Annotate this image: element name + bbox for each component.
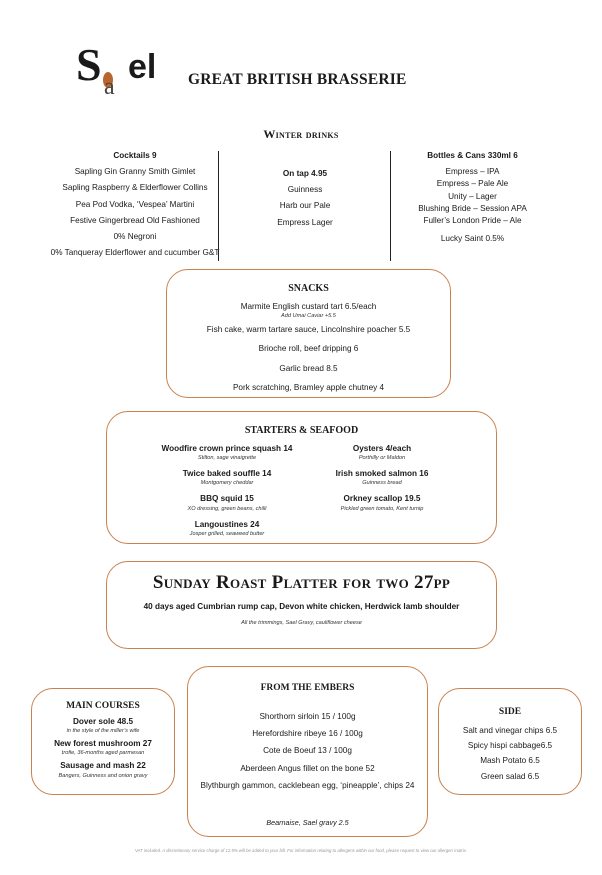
tap-heading: On tap 4.95: [282, 169, 328, 178]
side-item: Green salad 6.5: [480, 771, 540, 781]
embers-note: Bearnaise, Sael gravy 2.5: [266, 818, 349, 828]
bottle-extra: Lucky Saint 0.5%: [440, 234, 505, 244]
brand-logo: S a el: [76, 36, 172, 100]
side-item: Mash Potato 6.5: [480, 756, 540, 766]
cocktail-item: Sapling Raspberry & Elderflower Collins: [62, 183, 208, 193]
tap-item: Guinness: [287, 185, 323, 195]
starter-desc: XO dressing, green beans, chilli: [187, 505, 267, 512]
roast-line: 40 days aged Cumbrian rump cap, Devon wh…: [143, 602, 460, 611]
cocktail-item: 0% Tanqueray Elderflower and cucumber G&…: [50, 248, 220, 258]
cocktail-item: Pea Pod Vodka, ‘Vespea’ Martini: [75, 199, 195, 209]
mains-box: MAIN COURSES Dover sole 48.5 in the styl…: [31, 688, 175, 795]
bottle-item: Unity – Lager: [448, 191, 497, 201]
starters-right-column: Oysters 4/each Porthilly or Maldon Irish…: [317, 444, 447, 512]
starter-desc: Montgomery cheddar: [200, 480, 254, 487]
starter-name: Woodfire crown prince squash 14: [161, 444, 293, 453]
starter-desc: Stilton, sage vinaigrette: [197, 455, 257, 462]
cocktail-item: Sapling Gin Granny Smith Gimlet: [74, 167, 196, 177]
snacks-box: SNACKS Marmite English custard tart 6.5/…: [166, 269, 451, 398]
main-name: Dover sole 48.5: [72, 717, 134, 726]
bottle-item: Empress – Pale Ale: [436, 179, 509, 189]
tap-column: On tap 4.95 Guinness Harb our Pale Empre…: [225, 169, 385, 227]
main-desc: in the style of the miller’s wife: [66, 728, 140, 735]
side-title: SIDE: [498, 707, 522, 717]
svg-text:el: el: [128, 48, 156, 86]
brand-subtitle: GREAT BRITISH BRASSERIE: [188, 71, 407, 88]
main-desc: Bangers, Guinness and onion gravy: [58, 772, 148, 779]
starter-name: Oysters 4/each: [352, 444, 412, 453]
bottle-item: Fuller’s London Pride – Ale: [423, 216, 522, 226]
bottle-item: Blushing Bride – Session APA: [418, 203, 527, 213]
divider-right: [390, 151, 391, 261]
starter-name: Irish smoked salmon 16: [335, 469, 429, 479]
winter-title: Winter drinks: [263, 127, 339, 141]
bottles-heading: Bottles & Cans 330ml 6: [427, 151, 518, 160]
mains-title: MAIN COURSES: [66, 701, 140, 711]
roast-box: Sunday Roast Platter for two 27pp 40 day…: [106, 561, 497, 649]
footer-note: VAT included. A discretionary service ch…: [134, 848, 468, 853]
side-item: Salt and vinegar chips 6.5: [462, 726, 558, 735]
starter-desc: Guinness bread: [362, 480, 402, 487]
cocktails-column: Cocktails 9 Sapling Gin Granny Smith Gim…: [45, 151, 225, 258]
embers-title: FROM THE EMBERS: [260, 683, 355, 693]
main-name: Sausage and mash 22: [60, 761, 146, 771]
starters-left-column: Woodfire crown prince squash 14 Stilton,…: [147, 444, 307, 537]
starter-desc: Josper grilled, seaweed butter: [189, 530, 265, 537]
roast-note: All the trimmings, Sael Gravy, cauliflow…: [241, 620, 362, 627]
starters-title: STARTERS & SEAFOOD: [244, 425, 359, 436]
snack-note: Add Umai Caviar +5.5: [281, 313, 336, 320]
bottle-item: Empress – IPA: [445, 167, 500, 177]
cocktail-item: Festive Gingerbread Old Fashioned: [70, 215, 200, 225]
tap-item: Harb our Pale: [279, 201, 331, 211]
starter-desc: Porthilly or Maldon: [358, 455, 406, 462]
side-item: Spicy hispi cabbage6.5: [467, 741, 553, 751]
divider-left: [218, 151, 219, 261]
snacks-title: SNACKS: [288, 283, 329, 294]
main-desc: trofie, 36-months aged parmesan: [61, 750, 145, 757]
sael-logo-icon: S a el: [76, 39, 156, 100]
starter-desc: Pickled green tomato, Kent turnip: [340, 505, 424, 512]
snack-item: Brioche roll, beef dripping 6: [258, 344, 359, 354]
starter-name: Twice baked souffle 14: [182, 469, 272, 479]
ember-item: Aberdeen Angus fillet on the bone 52: [240, 763, 375, 773]
cocktail-item: 0% Negroni: [113, 232, 157, 242]
snack-item: Pork scratching, Bramley apple chutney 4: [232, 382, 385, 392]
cocktails-heading: Cocktails 9: [113, 151, 157, 160]
bottles-column: Bottles & Cans 330ml 6 Empress – IPA Emp…: [395, 151, 550, 244]
snack-item: Fish cake, warm tartare sauce, Lincolnsh…: [206, 325, 411, 335]
starter-name: BBQ squid 15: [200, 494, 254, 504]
ember-item: Blythburgh gammon, cacklebean egg, ‘pine…: [200, 780, 415, 790]
snack-item: Marmite English custard tart 6.5/each: [240, 302, 377, 311]
svg-text:a: a: [104, 74, 115, 96]
embers-box: FROM THE EMBERS Shorthorn sirloin 15 / 1…: [187, 666, 428, 837]
svg-text:S: S: [76, 39, 102, 90]
starters-box: STARTERS & SEAFOOD Woodfire crown prince…: [106, 411, 497, 544]
starter-name: Langoustines 24: [194, 519, 260, 529]
ember-item: Cote de Boeuf 13 / 100g: [263, 746, 352, 756]
ember-item: Herefordshire ribeye 16 / 100g: [252, 729, 363, 739]
snack-item: Garlic bread 8.5: [279, 363, 338, 373]
roast-title: Sunday Roast Platter for two 27pp: [152, 572, 451, 593]
ember-item: Shorthorn sirloin 15 / 100g: [259, 712, 356, 721]
starter-name: Orkney scallop 19.5: [343, 494, 421, 504]
tap-item: Empress Lager: [277, 217, 333, 227]
main-name: New forest mushroom 27: [54, 739, 152, 749]
side-box: SIDE Salt and vinegar chips 6.5 Spicy hi…: [438, 688, 582, 795]
